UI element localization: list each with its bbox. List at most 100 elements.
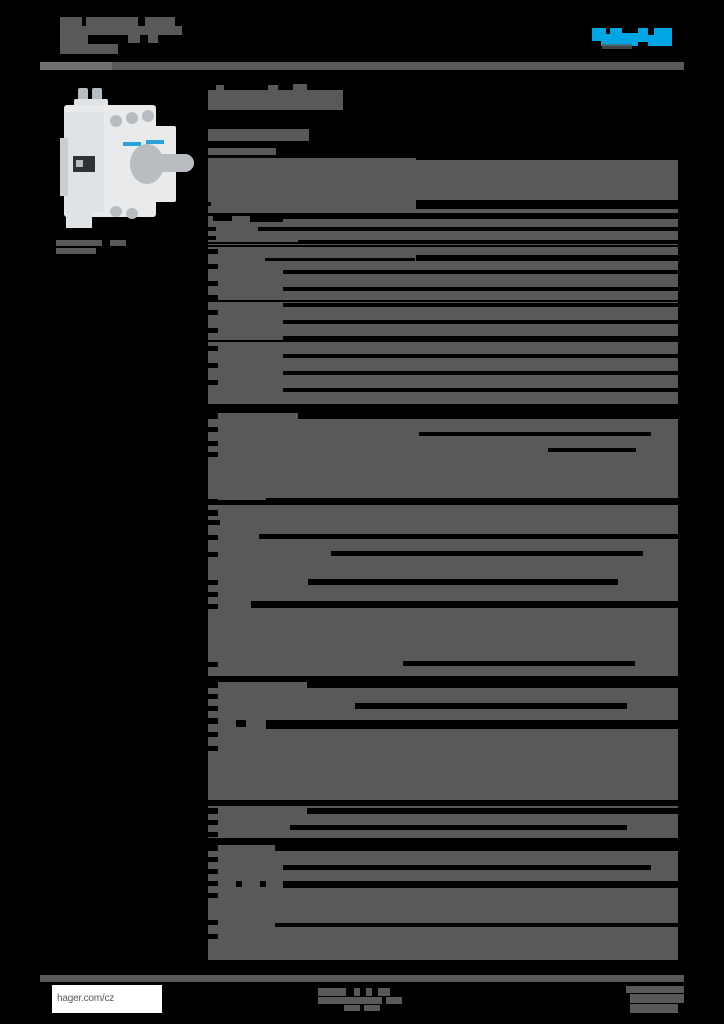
spec-heading-cut-6	[307, 808, 678, 814]
spec-label-gap-3	[208, 227, 216, 231]
product-caption-line-2	[56, 248, 96, 254]
spec-heading-cut-2	[298, 413, 678, 419]
spec-label-gap-36	[208, 881, 218, 886]
spec-section-11	[208, 845, 678, 960]
spec-label-gap-21	[208, 552, 218, 557]
footer-url[interactable]: hager.com/cz	[57, 993, 115, 1004]
spec-value-cut-17	[548, 448, 636, 452]
footer-center-line-1c	[366, 988, 372, 996]
spec-label-gap-7	[208, 281, 218, 286]
spec-value-cut-26	[266, 720, 678, 729]
product-image	[50, 88, 198, 233]
product-terminal-3	[142, 110, 154, 122]
spec-value-cut-27	[290, 825, 627, 830]
spec-value-cut-3	[283, 213, 678, 219]
product-lug-right	[92, 88, 102, 102]
footer-url-box[interactable]: hager.com/cz	[52, 985, 162, 1013]
header-title-line-1	[60, 17, 82, 26]
spec-value-cut-20	[331, 551, 643, 556]
datasheet-content	[208, 0, 678, 1024]
spec-heading-cut-3	[208, 682, 218, 688]
spec-label-gap-10	[208, 328, 218, 333]
spec-heading-cut-7	[208, 845, 218, 851]
product-bottom-terminal-1	[110, 206, 122, 217]
spec-label-gap-16	[208, 452, 218, 457]
product-terminal-2	[126, 112, 138, 124]
page-title-ascender-2	[268, 85, 278, 91]
spec-value-cut-29	[283, 881, 678, 888]
footer-center-line-1	[318, 988, 346, 996]
spec-value-cut-6	[265, 258, 415, 261]
header-title-line-1c	[145, 17, 175, 26]
spec-value-cut-15	[283, 388, 678, 392]
spec-heading-cut-4	[307, 682, 678, 688]
product-terminal-1	[110, 115, 122, 127]
logo-notch-2	[622, 28, 638, 33]
spec-value-cut-28	[283, 865, 651, 870]
spec-label-gap-28	[208, 706, 218, 711]
spec-label-gap-31	[208, 746, 218, 751]
spec-section-divider-b	[208, 676, 678, 682]
spec-value-cut-30	[275, 923, 678, 927]
header-title-line-1b	[86, 17, 138, 26]
spec-heading-cut-8	[275, 845, 678, 851]
spec-value-cut-10	[283, 303, 678, 307]
spec-icon-gap-3	[260, 881, 266, 887]
spec-value-cut-4	[258, 227, 678, 231]
spec-value-cut-13	[283, 354, 678, 358]
spec-label-gap-39	[208, 934, 218, 939]
spec-label-gap-37	[208, 893, 218, 898]
spec-value-cut-24	[403, 661, 635, 666]
spec-icon-gap-1	[236, 720, 246, 727]
spec-label-gap-35	[208, 869, 218, 874]
spec-icon-gap-2	[236, 881, 242, 887]
spec-label-gap-1	[213, 216, 232, 221]
spec-value-cut-7	[416, 255, 678, 261]
footer-center-line-2b	[386, 997, 402, 1004]
spec-label-gap-12	[208, 363, 218, 368]
product-reference	[208, 148, 276, 155]
logo-notch-4	[592, 41, 601, 46]
spec-label-gap-24	[208, 592, 218, 597]
footer-divider	[40, 975, 684, 982]
spec-label-gap-4	[208, 236, 216, 240]
product-accent-stripe-1	[123, 142, 141, 146]
product-handle	[154, 154, 194, 172]
footer-center-line-2	[318, 997, 382, 1004]
spec-value-cut-14	[283, 371, 678, 375]
product-bottom-terminal-2	[126, 208, 138, 219]
spec-label-gap-18	[208, 510, 218, 516]
header-divider-accent	[40, 62, 112, 70]
spec-value-cut-18	[266, 498, 678, 503]
spec-section-divider-c	[208, 800, 678, 806]
spec-section-5	[208, 413, 678, 500]
footer-center-line-3	[344, 1005, 360, 1011]
spec-value-cut-8	[283, 270, 678, 274]
spec-label-gap-27	[208, 694, 218, 699]
header-title-line-2	[60, 26, 182, 35]
product-accent-stripe-2	[146, 140, 164, 144]
spec-label-gap-38	[208, 920, 218, 925]
spec-label-gap-15	[208, 441, 218, 446]
spec-label-gap-17	[208, 499, 218, 504]
product-lug-base	[74, 99, 108, 107]
spec-label-gap-11	[208, 346, 218, 351]
spec-heading-cut-1	[208, 413, 218, 419]
footer-center-line-3b	[364, 1005, 380, 1011]
footer-center-line-1b	[354, 988, 360, 996]
logo-notch-1	[606, 28, 610, 34]
spec-label-gap-6	[208, 264, 218, 269]
spec-label-gap-32	[208, 820, 218, 825]
footer-center-line-1d	[378, 988, 390, 996]
header-divider	[40, 62, 684, 70]
footer-page-line-1	[626, 986, 684, 993]
spec-label-gap-23	[208, 580, 218, 585]
row-gap	[208, 202, 211, 206]
spec-value-cut-9	[283, 287, 678, 291]
page-title-ascender-3	[293, 84, 307, 91]
header-title-line-3	[60, 35, 88, 44]
product-lug-left	[78, 88, 88, 102]
product-caption-line-1	[56, 240, 102, 246]
logo-notch-3	[648, 28, 654, 35]
spec-label-gap-30	[208, 732, 218, 737]
